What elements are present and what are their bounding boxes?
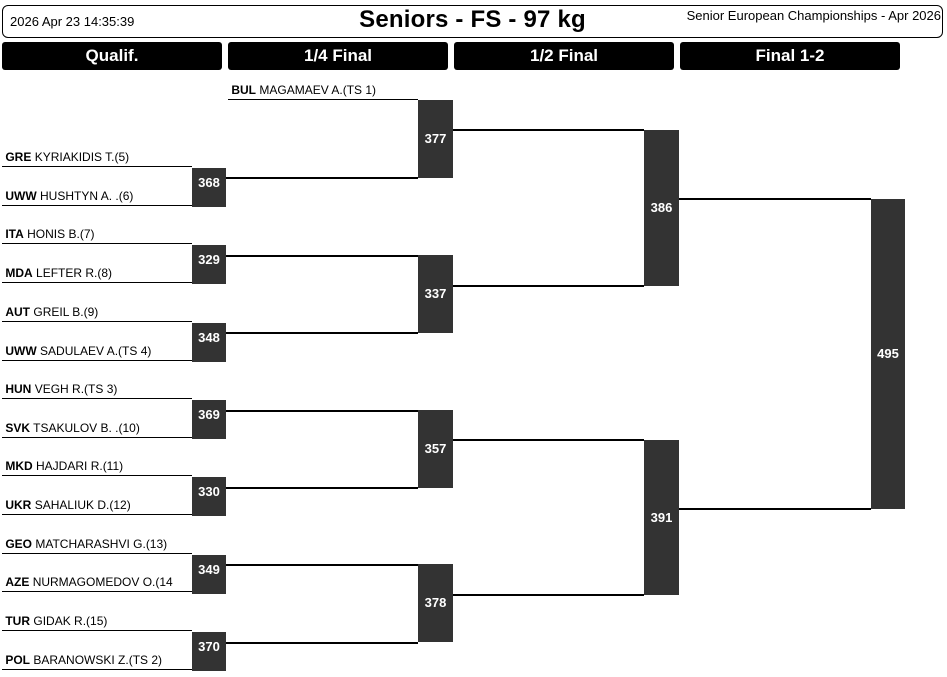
- wrestler-row: AUT GREIL B.(9): [2, 302, 192, 322]
- country-code: MKD: [5, 459, 33, 473]
- wrestler-name: GIDAK R.(15): [33, 614, 108, 628]
- page-title: Seniors - FS - 97 kg: [359, 6, 586, 33]
- country-code: GRE: [5, 150, 32, 164]
- bracket-line: [226, 177, 418, 179]
- wrestler-name: KYRIAKIDIS T.(5): [34, 150, 130, 164]
- match-box-qualif[interactable]: 348: [192, 323, 226, 362]
- bracket-line: [226, 487, 418, 489]
- wrestler-row: SVK TSAKULOV B. .(10): [2, 418, 192, 438]
- bracket-line: [226, 564, 418, 566]
- wrestler-row: GRE KYRIAKIDIS T.(5): [2, 147, 192, 167]
- wrestler-row: ITA HONIS B.(7): [2, 224, 192, 244]
- header-box: [2, 5, 943, 38]
- wrestler-name: MATCHARASHVI G.(13): [35, 537, 168, 551]
- wrestler-row: GEO MATCHARASHVI G.(13): [2, 534, 192, 554]
- country-code: SVK: [5, 421, 31, 435]
- bye-wrestler: BUL MAGAMAEV A.(TS 1): [228, 80, 418, 100]
- bracket-line: [226, 255, 418, 257]
- wrestler-name: LEFTER R.(8): [36, 266, 113, 280]
- wrestler-row: POL BARANOWSKI Z.(TS 2): [2, 650, 192, 670]
- match-box-quarterfinal[interactable]: 377: [418, 100, 453, 178]
- match-box-final[interactable]: 495: [871, 199, 905, 509]
- match-box-qualif[interactable]: 330: [192, 477, 226, 516]
- country-code: BUL: [231, 83, 257, 97]
- wrestler-name: GREIL B.(9): [33, 305, 99, 319]
- country-code: MDA: [5, 266, 33, 280]
- round-header-qualif: Qualif.: [2, 42, 222, 70]
- wrestler-name: BARANOWSKI Z.(TS 2): [33, 653, 163, 667]
- wrestler-row: HUN VEGH R.(TS 3): [2, 379, 192, 399]
- wrestler-name: TSAKULOV B. .(10): [33, 421, 140, 435]
- match-box-quarterfinal[interactable]: 337: [418, 255, 453, 333]
- match-box-semifinal[interactable]: 391: [644, 440, 679, 595]
- wrestler-name: HONIS B.(7): [27, 227, 95, 241]
- match-box-qualif[interactable]: 370: [192, 632, 226, 671]
- wrestler-row: AZE NURMAGOMEDOV O.(14: [2, 572, 192, 592]
- wrestler-name: VEGH R.(TS 3): [34, 382, 118, 396]
- bracket-line: [453, 439, 644, 441]
- round-header-semifinal: 1/2 Final: [454, 42, 674, 70]
- wrestler-name: SADULAEV A.(TS 4): [40, 344, 152, 358]
- event-name: Senior European Championships - Apr 2026: [686, 8, 941, 23]
- country-code: ITA: [5, 227, 24, 241]
- wrestler-row: UWW SADULAEV A.(TS 4): [2, 341, 192, 361]
- country-code: UKR: [5, 498, 32, 512]
- bracket-line: [453, 594, 644, 596]
- round-header-final: Final 1-2: [680, 42, 900, 70]
- country-code: POL: [5, 653, 31, 667]
- match-box-quarterfinal[interactable]: 357: [418, 410, 453, 488]
- country-code: AZE: [5, 575, 30, 589]
- wrestler-row: TUR GIDAK R.(15): [2, 611, 192, 631]
- country-code: HUN: [5, 382, 32, 396]
- country-code: GEO: [5, 537, 33, 551]
- print-timestamp: 2026 Apr 23 14:35:39: [10, 14, 135, 29]
- match-box-semifinal[interactable]: 386: [644, 130, 679, 286]
- country-code: UWW: [5, 344, 37, 358]
- country-code: UWW: [5, 189, 37, 203]
- bracket-line: [226, 410, 418, 412]
- wrestler-row: MDA LEFTER R.(8): [2, 263, 192, 283]
- match-box-qualif[interactable]: 349: [192, 555, 226, 594]
- match-box-qualif[interactable]: 368: [192, 168, 226, 207]
- wrestler-name: HUSHTYN A. .(6): [40, 189, 134, 203]
- wrestler-name: MAGAMAEV A.(TS 1): [259, 83, 377, 97]
- country-code: TUR: [5, 614, 31, 628]
- wrestler-name: SAHALIUK D.(12): [34, 498, 131, 512]
- bracket-line: [679, 508, 871, 510]
- bracket-line: [226, 642, 418, 644]
- wrestler-row: UKR SAHALIUK D.(12): [2, 495, 192, 515]
- match-box-qualif[interactable]: 369: [192, 400, 226, 439]
- match-box-quarterfinal[interactable]: 378: [418, 564, 453, 642]
- country-code: AUT: [5, 305, 31, 319]
- wrestler-name: NURMAGOMEDOV O.(14: [32, 575, 173, 589]
- bracket-line: [226, 332, 418, 334]
- wrestler-row: MKD HAJDARI R.(11): [2, 456, 192, 476]
- bracket-line: [453, 285, 644, 287]
- wrestler-name: HAJDARI R.(11): [36, 459, 124, 473]
- bracket-line: [679, 198, 871, 200]
- wrestler-row: UWW HUSHTYN A. .(6): [2, 186, 192, 206]
- bracket-line: [453, 129, 644, 131]
- match-box-qualif[interactable]: 329: [192, 245, 226, 284]
- round-header-quarterfinal: 1/4 Final: [228, 42, 448, 70]
